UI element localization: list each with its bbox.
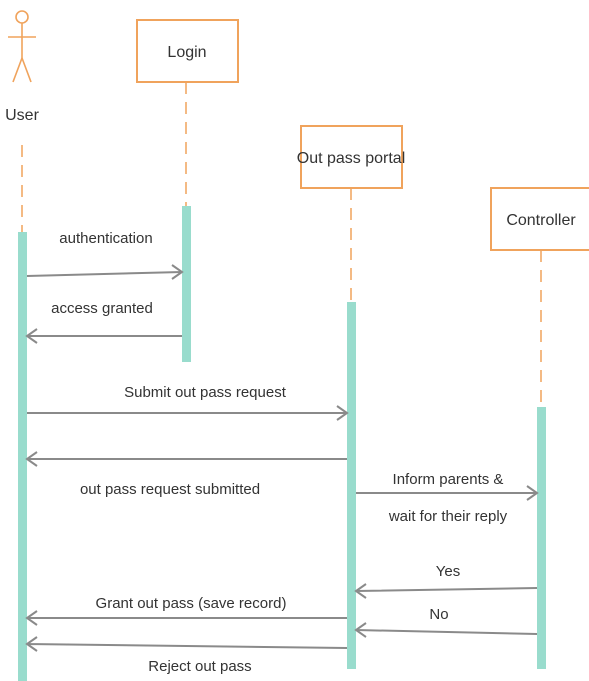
message-label: Yes <box>436 563 460 580</box>
message-request-submitted: out pass request submitted <box>25 451 347 498</box>
controller-activation-bar <box>537 407 546 669</box>
participant-label: Out pass portal <box>297 150 406 167</box>
message-arrow <box>25 636 348 652</box>
message-access-granted: access granted <box>25 300 182 344</box>
message-arrow <box>356 485 539 501</box>
message-reject-pass: Reject out pass <box>25 636 348 675</box>
message-arrow <box>27 405 349 421</box>
message-arrow <box>354 583 538 599</box>
message-label: Submit out pass request <box>124 384 287 401</box>
message-label-line-1: Inform parents & <box>393 471 504 488</box>
message-label: No <box>429 606 448 623</box>
message-label: out pass request submitted <box>80 481 260 498</box>
message-no: No <box>354 606 538 638</box>
message-arrow <box>25 451 347 467</box>
message-arrow <box>25 328 182 344</box>
message-arrow <box>354 622 538 638</box>
message-arrow <box>25 610 347 626</box>
participant-portal: Out pass portal <box>297 125 406 189</box>
message-label: authentication <box>59 230 152 247</box>
message-label-line-2: wait for their reply <box>388 508 508 525</box>
participant-label: Login <box>167 44 206 61</box>
participant-box <box>490 187 589 251</box>
portal-activation-bar <box>347 302 356 669</box>
user-activation-bar <box>18 232 27 681</box>
message-authentication: authentication <box>26 230 184 280</box>
participant-controller: Controller <box>490 187 589 251</box>
stick-figure-icon <box>8 10 36 83</box>
participant-login: Login <box>136 19 239 83</box>
participant-box <box>300 125 403 189</box>
user-actor: User <box>5 10 40 124</box>
message-arrow <box>26 264 184 280</box>
message-inform-parents: Inform parents & wait for their reply <box>356 471 539 525</box>
message-grant-pass: Grant out pass (save record) <box>25 595 347 626</box>
message-submit-request: Submit out pass request <box>27 384 349 421</box>
login-activation-bar <box>182 206 191 362</box>
participant-label: Controller <box>506 212 576 229</box>
actor-label: User <box>5 107 39 124</box>
message-label: Reject out pass <box>148 658 251 675</box>
message-yes: Yes <box>354 563 538 599</box>
message-label: access granted <box>51 300 153 317</box>
message-label: Grant out pass (save record) <box>96 595 287 612</box>
participant-box <box>136 19 239 83</box>
